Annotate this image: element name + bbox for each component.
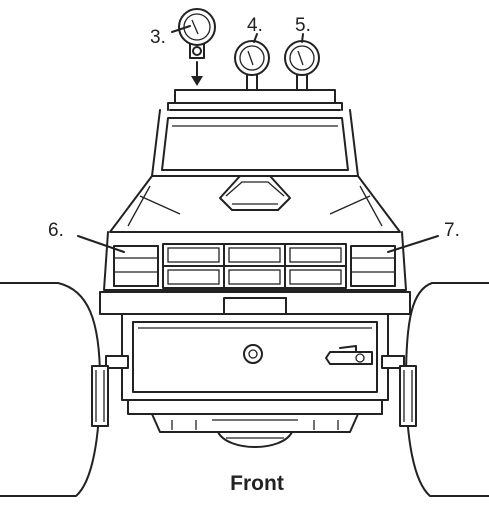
cab: [151, 109, 359, 177]
switch-lever: [325, 345, 373, 365]
roof-light-3: [178, 8, 216, 59]
hood: [109, 175, 401, 233]
callout-label-3: 3.: [150, 27, 166, 48]
install-arrow: [191, 61, 203, 86]
callout-label-5: 5.: [295, 15, 311, 36]
roof-light-4: [234, 40, 270, 91]
right-wheel: [399, 282, 489, 497]
front-bumper: [99, 291, 411, 315]
callout-label-6: 6.: [48, 220, 64, 241]
headlight-right: [350, 245, 396, 287]
hood-scoop: [219, 175, 291, 211]
front-axle: [105, 355, 405, 433]
left-wheel: [0, 282, 109, 497]
diagram-caption: Front: [230, 472, 284, 495]
roof-light-bar: [167, 89, 343, 111]
callout-label-7: 7.: [444, 220, 460, 241]
front-fascia: [103, 231, 407, 291]
grille: [162, 243, 347, 289]
callout-leaders: [77, 25, 439, 253]
headlight-left: [113, 245, 159, 287]
roof-light-5: [284, 40, 320, 91]
callout-label-4: 4.: [247, 15, 263, 36]
skid-plate: [217, 431, 293, 448]
